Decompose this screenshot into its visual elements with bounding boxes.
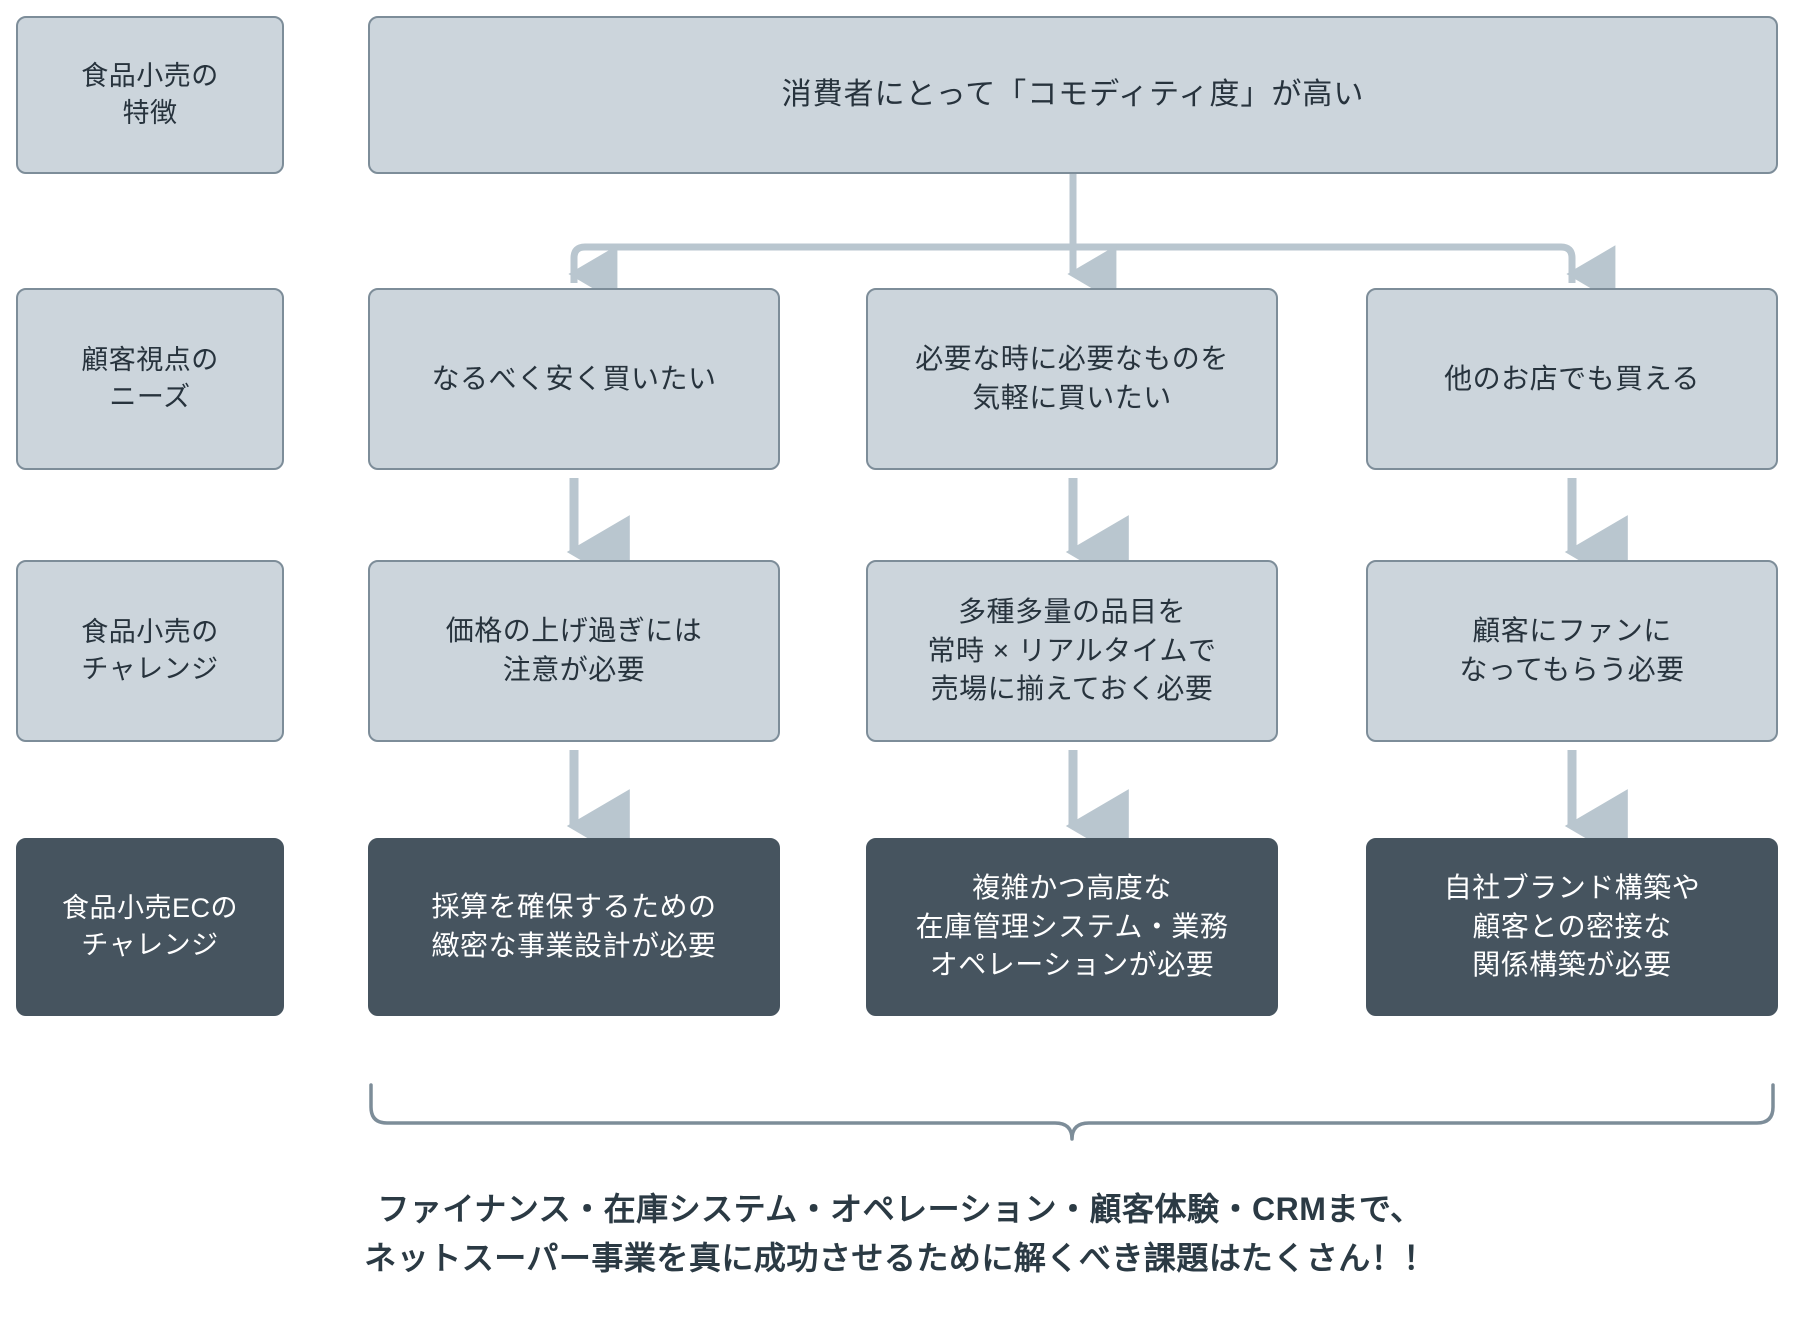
ec-challenge-box-finance-text: 採算を確保するための 緻密な事業設計が必要 <box>431 891 717 961</box>
need-box-cheap-text: なるべく安く買いたい <box>431 362 717 394</box>
ec-challenge-box-finance: 採算を確保するための 緻密な事業設計が必要 <box>368 838 780 1016</box>
challenge-box-assortment: 多種多量の品目を 常時 × リアルタイムで 売場に揃えておく必要 <box>866 560 1278 742</box>
need-box-substitutable-text: 他のお店でも買える <box>1444 362 1700 394</box>
need-box-cheap: なるべく安く買いたい <box>368 288 780 470</box>
challenge-box-assortment-text: 多種多量の品目を 常時 × リアルタイムで 売場に揃えておく必要 <box>927 596 1217 705</box>
row-label-customer-needs: 顧客視点の ニーズ <box>16 288 284 470</box>
row-label-customer-needs-text: 顧客視点の ニーズ <box>81 344 219 412</box>
ec-challenge-box-operations: 複雑かつ高度な 在庫管理システム・業務 オペレーションが必要 <box>866 838 1278 1016</box>
needs-to-challenge-arrows <box>566 478 1628 589</box>
ec-challenge-box-branding-text: 自社ブランド構築や 顧客との密接な 関係構築が必要 <box>1443 872 1701 981</box>
ec-challenge-box-branding: 自社ブランド構築や 顧客との密接な 関係構築が必要 <box>1366 838 1778 1016</box>
challenge-box-loyalty-text: 顧客にファンに なってもらう必要 <box>1459 615 1685 685</box>
row-label-features: 食品小売の 特徴 <box>16 16 284 174</box>
need-box-convenient: 必要な時に必要なものを 気軽に買いたい <box>866 288 1278 470</box>
challenge-box-pricing-text: 価格の上げ過ぎには 注意が必要 <box>445 615 703 685</box>
row-label-features-text: 食品小売の 特徴 <box>81 60 219 128</box>
row-label-retail-challenge: 食品小売の チャレンジ <box>16 560 284 742</box>
conclusion-text: ファイナンス・在庫システム・オペレーション・顧客体験・CRMまで、 ネットスーパ… <box>364 1191 1436 1276</box>
banner-commodity: 消費者にとって「コモディティ度」が高い <box>368 16 1778 174</box>
row-label-ec-challenge-text: 食品小売ECの チャレンジ <box>61 892 238 960</box>
need-box-convenient-text: 必要な時に必要なものを 気軽に買いたい <box>915 343 1229 413</box>
need-box-substitutable: 他のお店でも買える <box>1366 288 1778 470</box>
banner-to-needs-bracket <box>568 173 1616 303</box>
banner-commodity-text: 消費者にとって「コモディティ度」が高い <box>781 78 1365 112</box>
ec-challenge-box-operations-text: 複雑かつ高度な 在庫管理システム・業務 オペレーションが必要 <box>915 872 1229 981</box>
row-label-ec-challenge: 食品小売ECの チャレンジ <box>16 838 284 1016</box>
challenge-to-ec-arrows <box>566 750 1628 863</box>
challenge-box-pricing: 価格の上げ過ぎには 注意が必要 <box>368 560 780 742</box>
challenge-box-loyalty: 顧客にファンに なってもらう必要 <box>1366 560 1778 742</box>
row-label-retail-challenge-text: 食品小売の チャレンジ <box>81 616 219 684</box>
summary-brace <box>369 1083 1775 1141</box>
